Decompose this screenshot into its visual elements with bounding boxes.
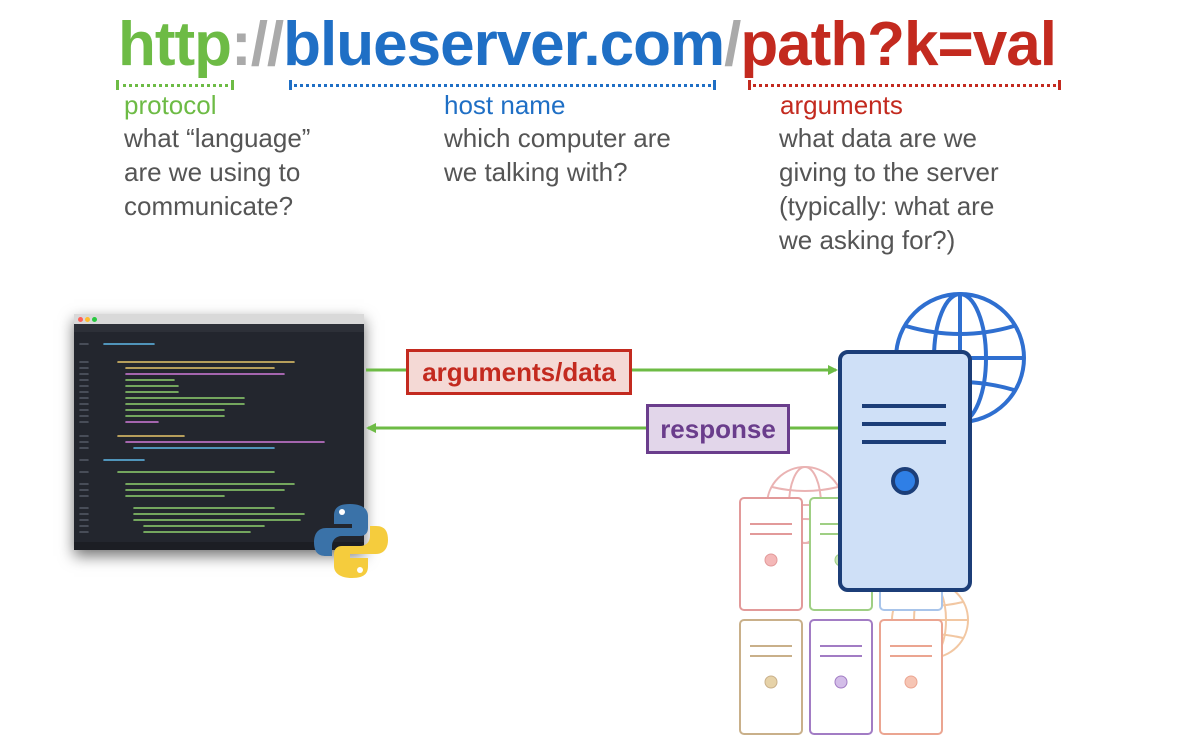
protocol-desc-line: communicate?	[124, 191, 294, 221]
server-icon-front	[809, 619, 873, 735]
url-path: path?k=val	[740, 10, 1057, 79]
editor-title-bar	[74, 314, 364, 324]
response-label-box: response	[646, 404, 790, 454]
url-slash: /	[724, 10, 741, 79]
response-label: response	[660, 414, 776, 444]
server-icon-front	[879, 619, 943, 735]
arguments-desc-line: giving to the server	[779, 157, 999, 187]
arguments-label: arguments	[780, 90, 903, 120]
arguments-desc-line: we asking for?)	[779, 225, 956, 255]
request-label-box: arguments/data	[406, 349, 632, 395]
editor-status-bar	[74, 542, 364, 550]
python-logo-icon	[314, 504, 388, 578]
editor-tabs	[74, 324, 364, 332]
server-icon-back	[739, 497, 803, 611]
host-description: which computer are we talking with?	[444, 121, 671, 189]
host-desc-line: which computer are	[444, 123, 671, 153]
request-label: arguments/data	[422, 357, 616, 387]
url-protocol: http	[118, 10, 232, 79]
protocol-desc-line: are we using to	[124, 157, 301, 187]
protocol-label: protocol	[124, 90, 217, 120]
server-cluster	[739, 292, 1026, 735]
protocol-desc-line: what “language”	[124, 123, 311, 153]
url-example: http://blueserver.com/path?k=val	[118, 6, 1057, 84]
arguments-desc-line: what data are we	[779, 123, 978, 153]
url-host: blueserver.com	[283, 10, 725, 79]
url-separator: ://	[231, 10, 284, 79]
host-desc-line: we talking with?	[444, 157, 628, 187]
server-tower-icon	[838, 350, 972, 592]
host-label: host name	[444, 90, 566, 120]
arguments-description: what data are we giving to the server (t…	[779, 121, 999, 257]
arguments-desc-line: (typically: what are	[779, 191, 995, 221]
code-editor-window	[74, 314, 364, 550]
code-lines	[79, 343, 325, 533]
protocol-description: what “language” are we using to communic…	[124, 121, 310, 223]
server-icon-front	[739, 619, 803, 735]
